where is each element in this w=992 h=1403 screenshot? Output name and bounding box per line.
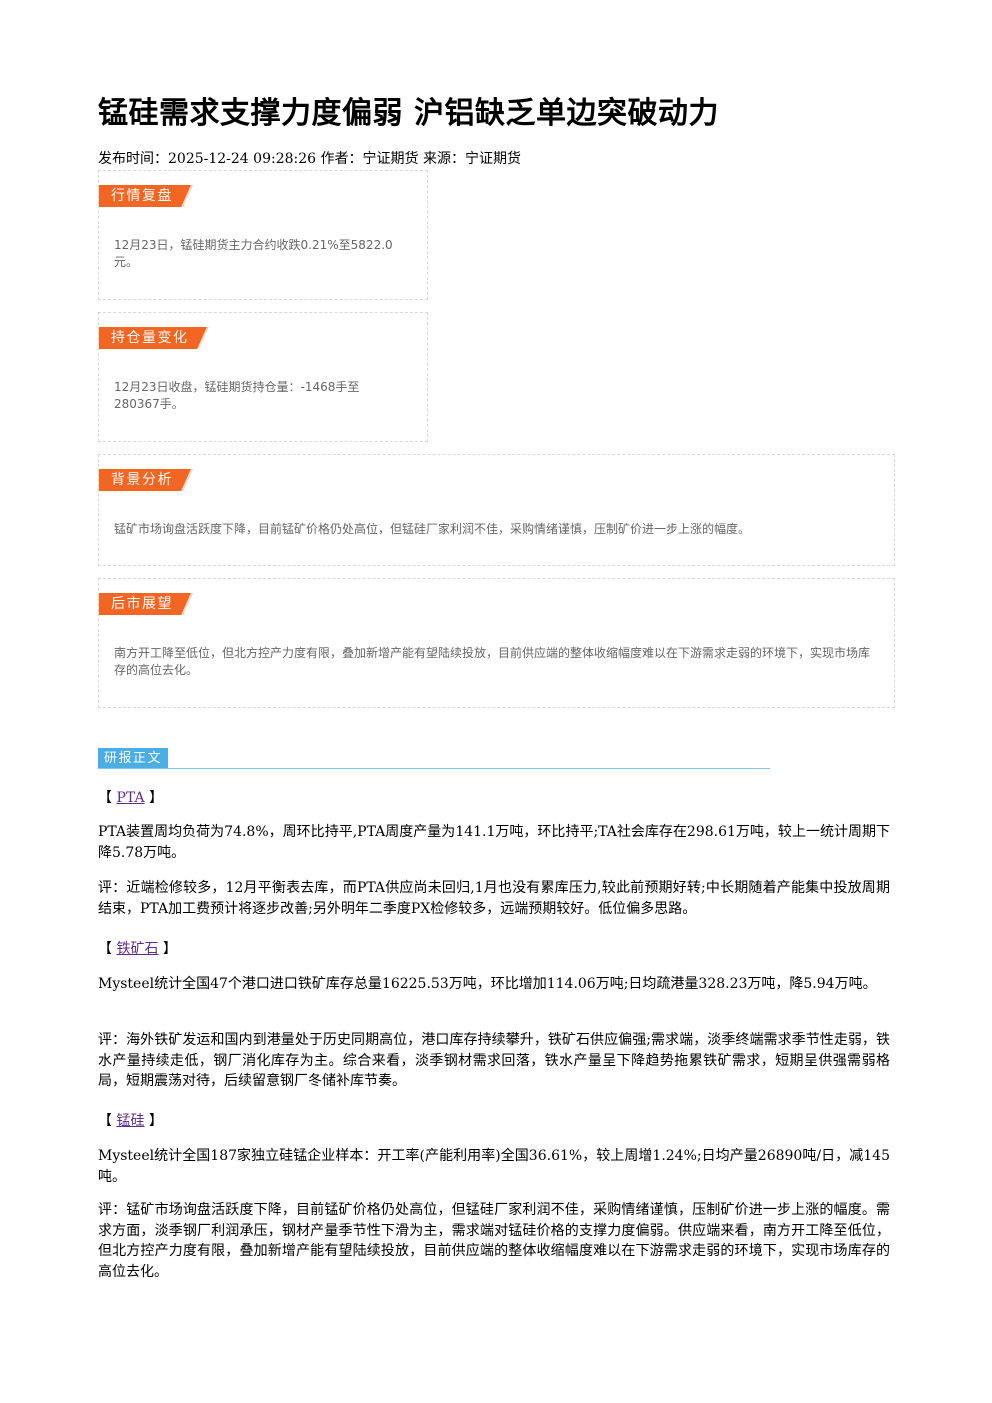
section-iron-ore-comment: 评：海外铁矿发运和国内到港量处于历史同期高位，港口库存持续攀升，铁矿石供应偏强;… — [98, 1032, 890, 1089]
box-text: 12月23日，锰硅期货主力合约收跌0.21%至5822.0元。 — [114, 238, 393, 269]
section-heading-iron-ore: 【 铁矿石 】 — [98, 941, 177, 957]
summary-box-outlook: 后市展望 南方开工降至低位，但北方控产力度有限，叠加新增产能有望陆续投放，目前供… — [98, 578, 895, 708]
section-heading-silicomanganese: 【 锰硅 】 — [98, 1113, 163, 1129]
section-pta-data: PTA装置周均负荷为74.8%，周环比持平,PTA周度产量为141.1万吨，环比… — [98, 824, 890, 861]
section-silicomanganese-comment: 评：锰矿市场询盘活跃度下降，目前锰矿价格仍处高位，但锰硅厂家利润不佳，采购情绪谨… — [98, 1202, 890, 1280]
section-silicomanganese-data: Mysteel统计全国187家独立硅锰企业样本：开工率(产能利用率)全国36.6… — [98, 1148, 890, 1185]
report-divider — [98, 768, 770, 769]
box-text: 南方开工降至低位，但北方控产力度有限，叠加新增产能有望陆续投放，目前供应端的整体… — [114, 646, 871, 677]
article-title: 锰硅需求支撑力度偏弱 沪铝缺乏单边突破动力 — [98, 96, 719, 131]
report-body-label: 研报正文 — [98, 748, 169, 769]
section-link-pta[interactable]: PTA — [116, 790, 145, 806]
section-pta-comment: 评：近端检修较多，12月平衡表去库，而PTA供应尚未回归,1月也没有累库压力,较… — [98, 880, 890, 917]
summary-box-open-interest: 持仓量变化 12月23日收盘，锰硅期货持仓量：-1468手至280367手。 — [98, 312, 428, 442]
box-text: 锰矿市场询盘活跃度下降，目前锰矿价格仍处高位，但锰硅厂家利润不佳，采购情绪谨慎，… — [114, 522, 751, 536]
section-iron-ore-data: Mysteel统计全国47个港口进口铁矿库存总量16225.53万吨，环比增加1… — [98, 976, 877, 992]
section-link-silicomanganese[interactable]: 锰硅 — [116, 1113, 145, 1129]
box-label: 背景分析 — [99, 469, 193, 491]
article-meta: 发布时间：2025-12-24 09:28:26 作者：宁证期货 来源：宁证期货 — [98, 151, 521, 167]
section-heading-pta: 【 PTA 】 — [98, 790, 164, 806]
summary-box-market-review: 行情复盘 12月23日，锰硅期货主力合约收跌0.21%至5822.0元。 — [98, 170, 428, 300]
summary-box-background: 背景分析 锰矿市场询盘活跃度下降，目前锰矿价格仍处高位，但锰硅厂家利润不佳，采购… — [98, 454, 895, 566]
box-text: 12月23日收盘，锰硅期货持仓量：-1468手至280367手。 — [114, 380, 360, 411]
box-label: 持仓量变化 — [99, 327, 209, 349]
box-label: 后市展望 — [99, 593, 193, 615]
box-label: 行情复盘 — [99, 185, 193, 207]
section-link-iron-ore[interactable]: 铁矿石 — [116, 941, 159, 957]
